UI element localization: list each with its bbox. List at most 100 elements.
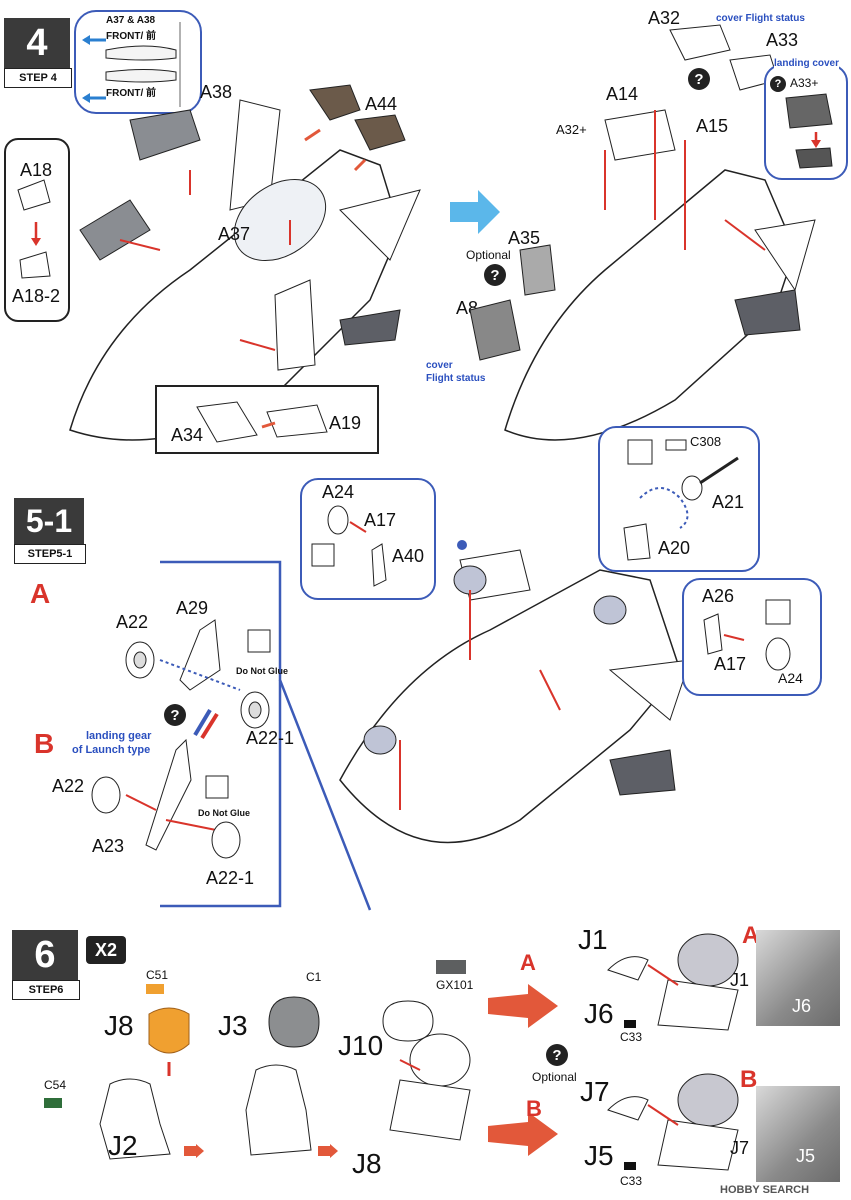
question-icon: ?	[164, 704, 186, 726]
gx101-color-chip	[436, 960, 466, 974]
photo-a-j6-label: J6	[792, 996, 812, 1016]
label-j6: J6	[584, 998, 614, 1029]
option-b-pilot-drawing	[607, 1073, 739, 1171]
note-optional-step4: Optional	[466, 248, 511, 262]
label-a14: A14	[606, 84, 639, 104]
option-b-label: B	[34, 728, 55, 759]
step6-arrow-a-letter: A	[520, 950, 536, 975]
note-landing-gear-1: landing gear	[86, 730, 152, 742]
label-a21: A21	[712, 492, 745, 512]
step4-callout-landing-cover: landing cover ? A33+	[764, 58, 848, 180]
label-a35: A35	[508, 228, 541, 248]
label-j10: J10	[338, 1030, 384, 1061]
label-a32-plus: A32+	[556, 122, 587, 137]
a26-drawing	[703, 599, 791, 671]
a34-a19-drawing	[196, 401, 328, 443]
note-cover-flight-status-top: cover Flight status	[716, 13, 805, 24]
flow-arrow-b	[488, 1112, 558, 1156]
c54-color-chip	[44, 1098, 62, 1108]
step4-aircraft-left	[69, 99, 421, 441]
label-a20: A20	[658, 538, 691, 558]
note-cover-bottom-2: Flight status	[426, 373, 486, 384]
label-c33-top: C33	[620, 1030, 643, 1044]
label-a38: A38	[200, 82, 233, 102]
a18-drawing	[17, 179, 51, 279]
question-icon: ?	[546, 1044, 568, 1066]
label-a44: A44	[365, 94, 398, 114]
question-icon: ?	[770, 76, 786, 92]
label-j2: J2	[108, 1130, 138, 1161]
label-c1: C1	[306, 970, 322, 984]
step4-sub-label: STEP 4	[4, 68, 72, 88]
label-a18: A18	[20, 160, 53, 180]
callout-connector-dot	[457, 540, 467, 550]
label-a22-bottom: A22	[52, 776, 85, 796]
label-a33: A33	[766, 30, 799, 50]
step4-aircraft-right	[504, 109, 816, 441]
inset-drawing	[82, 22, 181, 107]
label-a17-left: A17	[364, 510, 397, 530]
step51-aircraft	[339, 549, 691, 844]
step4-callout-a18: A18 A18-2	[4, 138, 70, 322]
flow-arrow-a	[488, 984, 558, 1028]
step51-callout-a26: A26 A17 A24	[682, 578, 822, 696]
option-a-letter: A	[742, 922, 760, 949]
c33-color-chip-top	[624, 1020, 636, 1028]
option-a-pilot-drawing	[607, 933, 739, 1031]
photo-b-j5-label: J5	[796, 1146, 816, 1166]
label-a26: A26	[702, 586, 735, 606]
note-landing-gear-2: of Launch type	[72, 744, 151, 756]
label-a19: A19	[329, 413, 362, 433]
label-a33-plus: A33+	[790, 76, 819, 90]
label-a40: A40	[392, 546, 425, 566]
photo-b-j7-label: J7	[730, 1138, 750, 1158]
inset-front-1: FRONT/ 前	[106, 31, 156, 42]
step51-callout-a20-a21: C308 A21 A20	[598, 426, 760, 572]
label-c308: C308	[690, 434, 722, 449]
a40-drawing	[311, 505, 387, 587]
option-a-label: A	[30, 578, 51, 609]
label-j7: J7	[580, 1076, 610, 1107]
label-a24-left: A24	[322, 482, 355, 502]
landing-cover-drawing	[785, 93, 833, 169]
label-a37: A37	[218, 224, 251, 244]
a20-a21-drawing	[623, 439, 739, 561]
note-landing-cover: landing cover	[774, 58, 840, 69]
inset-title: A37 & A38	[106, 15, 156, 26]
label-a22-1-bottom: A22-1	[206, 868, 255, 888]
note-do-not-glue-2: Do Not Glue	[198, 808, 250, 818]
option-b-photo: J7 J5	[730, 1086, 840, 1182]
label-a24-right: A24	[778, 670, 803, 686]
step6-times-badge: X2	[86, 936, 126, 964]
a32-a33-covers	[669, 24, 779, 91]
question-icon: ?	[484, 264, 506, 286]
photo-a-j1-label: J1	[730, 970, 750, 990]
label-j8-top: J8	[104, 1010, 134, 1041]
label-c54: C54	[44, 1078, 67, 1092]
note-cover-bottom-1: cover	[426, 360, 453, 371]
note-optional-step6: Optional	[532, 1070, 577, 1084]
j10-visor	[382, 1000, 434, 1042]
a44-parts	[304, 84, 406, 172]
gear-b-drawing	[91, 738, 241, 859]
gear-a-drawing	[125, 619, 271, 729]
label-a22-1-top: A22-1	[246, 728, 295, 748]
note-do-not-glue-1: Do Not Glue	[236, 666, 288, 676]
swap-arrow-icon	[193, 708, 219, 740]
step51-badge: 5-1	[14, 498, 84, 544]
label-c33-bottom: C33	[620, 1174, 643, 1188]
step51-callout-a40: A24 A17 A40	[300, 478, 436, 600]
label-c51: C51	[146, 968, 169, 982]
j3-body-drawing	[245, 1064, 312, 1156]
step6-arrow-b-letter: B	[526, 1096, 542, 1121]
j8-orange-part	[148, 1007, 190, 1076]
label-a32: A32	[648, 8, 681, 28]
c33-color-chip-bottom	[624, 1162, 636, 1170]
step4-callout-a34-a19: A34 A19	[155, 385, 379, 454]
step4-inset-a37-a38: A37 & A38 FRONT/ 前 FRONT/ 前	[74, 10, 202, 114]
label-a18-2: A18-2	[12, 286, 61, 306]
label-gx101: GX101	[436, 978, 474, 992]
label-a22-top: A22	[116, 612, 149, 632]
question-icon: ?	[688, 68, 710, 90]
step51-bracket	[160, 560, 372, 911]
